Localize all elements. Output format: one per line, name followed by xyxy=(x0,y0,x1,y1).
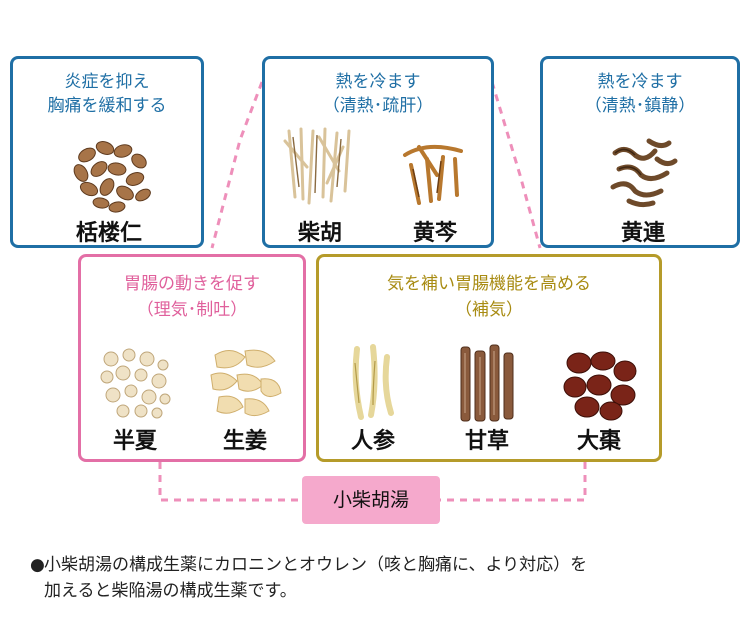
footnote-text2: 加えると柴陥湯の構成生薬です。 xyxy=(44,581,297,601)
footnote-line1: ●小柴胡湯の構成生薬にカロニンとオウレン（咳と胸痛に、より対応）を xyxy=(30,552,730,578)
box-title-line2: （理気･制吐） xyxy=(136,300,248,320)
box-title-line2: （清熱･鎮静） xyxy=(584,96,696,116)
ougon-root-image xyxy=(403,144,463,205)
formula-label: 小柴胡湯 xyxy=(302,476,440,524)
box-title-line2: 胸痛を緩和する xyxy=(47,96,167,116)
karoninin-seeds-image xyxy=(73,141,151,213)
box-title-line1: 熱を冷ます xyxy=(597,72,683,92)
dash-left-lower xyxy=(158,462,302,502)
ouren-root-image xyxy=(610,138,678,208)
box-title-line1: 熱を冷ます xyxy=(335,72,421,92)
herb-name: 黄芩 xyxy=(412,220,457,246)
herb-name: 甘草 xyxy=(464,428,509,454)
box-title-line2: （補気） xyxy=(455,300,523,320)
bullet-icon: ● xyxy=(30,555,45,575)
box-title-line2: （清熱･疏肝） xyxy=(322,96,434,116)
saiko-root-image xyxy=(283,127,351,205)
box-title-line1: 胃腸の動きを促す xyxy=(124,274,260,294)
effect-box-anti-inflammatory: 炎症を抑え 胸痛を緩和する 栝楼仁 xyxy=(10,56,204,248)
herb-name: 大棗 xyxy=(576,428,621,454)
herb-name: 生姜 xyxy=(222,428,267,454)
box-title-line1: 気を補い胃腸機能を高める xyxy=(387,274,591,294)
effect-box-qi-tonify: 気を補い胃腸機能を高める （補気） 人参 甘草 xyxy=(316,254,662,462)
footnote-text1: 小柴胡湯の構成生薬にカロニンとオウレン（咳と胸痛に、より対応）を xyxy=(44,555,588,575)
footnote-line2: 加えると柴陥湯の構成生薬です。 xyxy=(30,578,730,604)
effect-box-digestive-motility: 胃腸の動きを促す （理気･制吐） 半夏 生姜 xyxy=(78,254,306,462)
dash-left xyxy=(210,81,264,249)
ninjin-root-image xyxy=(352,344,394,420)
herb-name: 半夏 xyxy=(112,428,157,454)
herb-name: 栝楼仁 xyxy=(75,220,142,246)
taisou-dates-image xyxy=(563,351,637,421)
herb-name: 人参 xyxy=(350,428,395,454)
effect-box-cooling-liver: 熱を冷ます （清熱･疏肝） 柴胡 黄芩 xyxy=(262,56,494,248)
box-title-line1: 炎症を抑え xyxy=(64,72,150,92)
herb-name: 黄連 xyxy=(620,220,665,246)
effect-box-cooling-sedative: 熱を冷ます （清熱･鎮静） 黄連 xyxy=(540,56,740,248)
herb-name: 柴胡 xyxy=(297,220,342,246)
shoukyou-slices-image xyxy=(210,349,282,417)
footnote: ●小柴胡湯の構成生薬にカロニンとオウレン（咳と胸痛に、より対応）を 加えると柴陥… xyxy=(30,552,730,604)
dash-right xyxy=(490,81,542,249)
kanzou-root-image xyxy=(460,344,514,422)
dash-right-lower xyxy=(440,462,587,502)
hange-tuber-image xyxy=(100,348,171,419)
